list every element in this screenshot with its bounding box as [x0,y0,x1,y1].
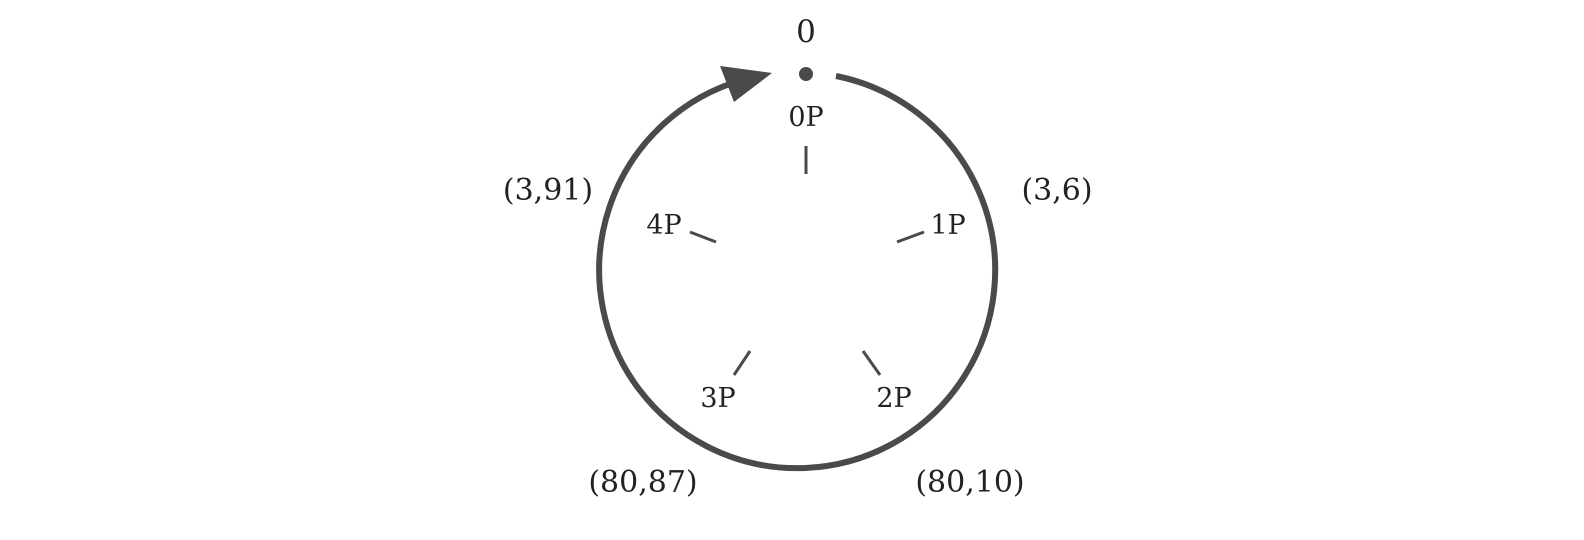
inner-label-4p: 4P [646,210,681,241]
inner-label-1p: 1P [930,210,965,241]
outer-label-left-upper: (3,91) [503,173,593,208]
inner-label-0p: 0P [788,102,823,133]
tick-1p [896,230,925,244]
arrowhead-icon [720,66,772,102]
tick-3p [732,350,752,376]
inner-label-3p: 3P [700,383,735,414]
outer-label-left-lower: (80,87) [588,465,697,500]
tick-2p [861,350,882,376]
top-label: 0 [796,14,816,50]
inner-label-2p: 2P [876,383,911,414]
tick-4p [689,230,717,244]
outer-label-right-upper: (3,6) [1021,173,1092,208]
cycle-arc [596,73,999,472]
outer-label-right-lower: (80,10) [915,465,1024,500]
start-dot [799,67,813,81]
